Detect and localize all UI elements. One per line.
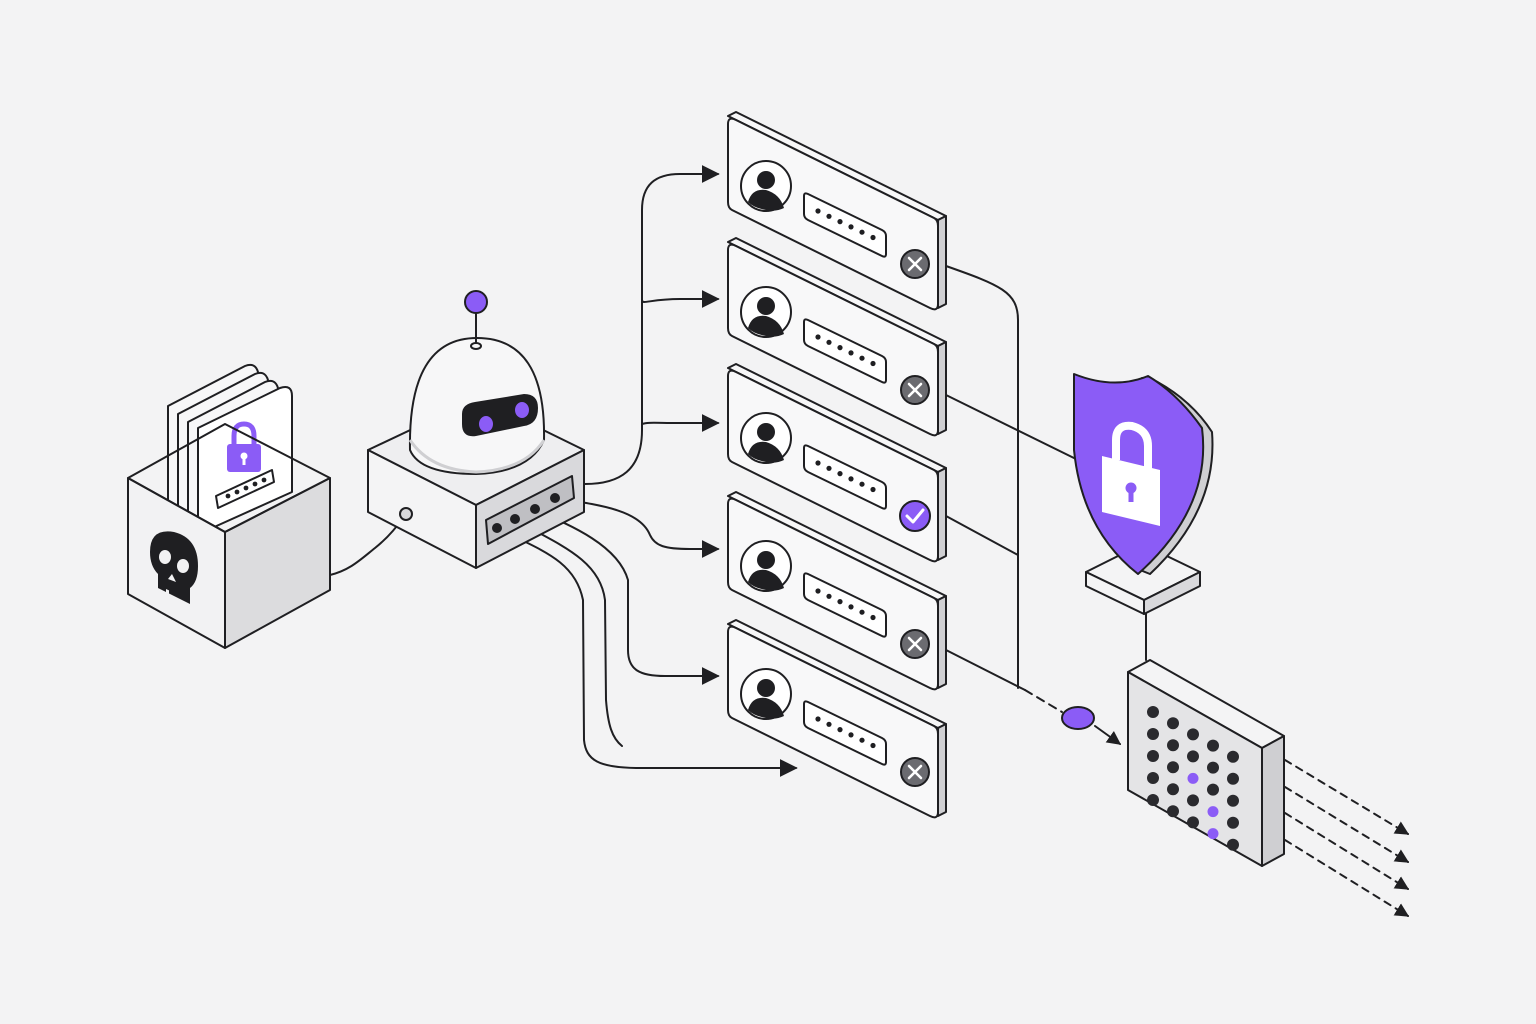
panel-to-shield-line [945,394,1079,461]
matrix-dot [1187,750,1199,763]
output-arrow-4 [1284,839,1410,917]
output-arrow-1 [1284,759,1410,835]
matrix-dot [1227,838,1239,851]
user-icon [740,668,792,720]
card-password-field [215,469,275,509]
login-panels [727,111,947,819]
matrix-dot [1167,805,1179,818]
matrix-dot [1227,772,1239,785]
bot-eye-right [515,402,529,418]
matrix-dot [1207,828,1219,840]
bot-port-2 [510,514,520,524]
route-line-7 [496,527,798,777]
grid-face [1127,671,1263,867]
box-rim [127,423,331,533]
user-icon [740,412,792,464]
matrix-dot [1167,739,1179,752]
bot-port-strip [485,475,575,545]
matrix-dot [1147,706,1159,718]
password-field [803,444,887,510]
password-field [803,318,887,384]
user-icon [740,160,792,212]
padlock-icon [227,421,261,472]
shield-base-right [1143,571,1201,615]
matrix-dot [1187,728,1199,741]
matrix-dot [1167,717,1179,730]
packet-dot [1061,706,1095,730]
route-line-2 [641,290,720,308]
matrix-dot [1227,816,1239,829]
dot-matrix-device [1127,659,1285,867]
panel-to-grid-line [945,649,1026,691]
route-line-3 [641,414,720,432]
connectors [329,165,1410,917]
grid-side [1261,735,1285,867]
shield-lock-icon [1102,421,1160,526]
matrix-dot [1187,772,1199,784]
matrix-dot [1207,806,1219,818]
matrix-dot [1167,761,1179,774]
x-icon [900,375,930,405]
matrix-dot [1227,750,1239,763]
output-arrow-3 [1284,812,1410,890]
matrix-dot [1207,783,1219,796]
login-panel-4 [727,491,947,691]
matrix-dot [1227,794,1239,807]
password-field [803,192,887,258]
dot-matrix-icon [1147,706,1239,851]
bot-port-1 [492,523,502,533]
route-line-1 [584,165,720,485]
stolen-credentials-box [127,363,331,649]
login-panel-2 [727,237,947,437]
password-field [803,572,887,638]
matrix-dot [1207,761,1219,774]
route-line-6 [514,519,623,747]
output-arrow-2 [1284,786,1410,863]
user-icon [740,286,792,338]
bot-antenna-ball [464,290,488,314]
user-icon [740,540,792,592]
x-icon [900,249,930,279]
matrix-dot [1147,794,1159,806]
credential-cards [167,363,293,531]
security-shield [1073,373,1214,615]
password-field [803,700,887,766]
matrix-dot [1187,816,1199,829]
x-icon [900,757,930,787]
dot-to-grid-arrow [1094,725,1122,745]
route-line-4 [554,497,720,558]
route-line-5 [534,509,720,685]
matrix-dot [1147,728,1159,740]
bot-side-port [399,507,413,521]
bus-line [945,265,1019,689]
dashed-to-grid [1024,689,1063,713]
matrix-dot [1147,750,1159,762]
login-panel-5 [727,619,947,819]
bot-port-3 [530,504,540,514]
attack-bot [367,290,585,569]
bot-eye-left [479,416,493,432]
matrix-dot [1187,794,1199,807]
matrix-dot [1147,772,1159,784]
skull-icon [150,531,198,604]
x-icon [900,629,930,659]
check-icon [899,500,931,532]
login-panel-3 [727,363,947,563]
bot-port-4 [550,493,560,503]
login-panel-1 [727,111,947,311]
matrix-dot [1167,783,1179,796]
matrix-dot [1207,739,1219,752]
panel3-to-bus [945,515,1019,556]
